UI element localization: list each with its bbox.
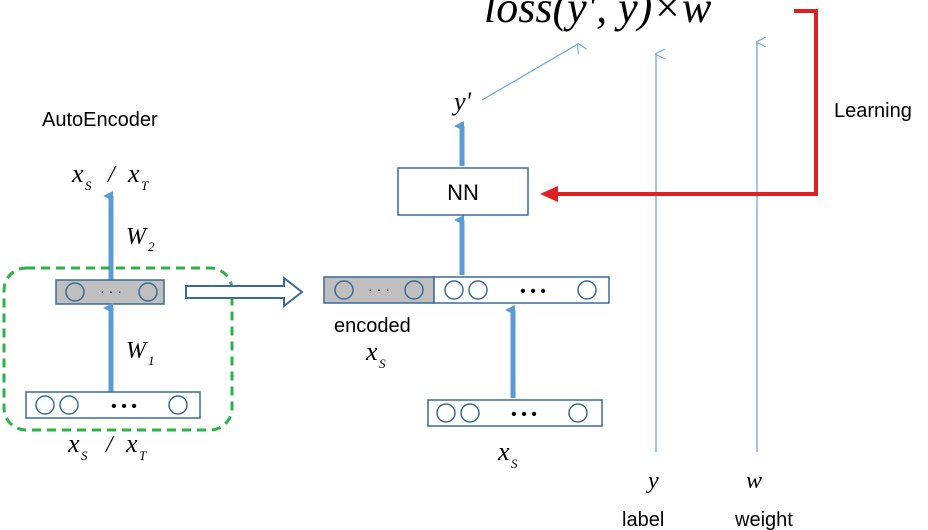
svg-text:S: S — [511, 456, 518, 471]
autoencoder-title: AutoEncoder — [42, 109, 158, 131]
transfer-arrow — [185, 275, 304, 309]
weight-w-var: w — [746, 468, 762, 494]
svg-text:1: 1 — [148, 353, 155, 368]
svg-text:• • •: • • • — [111, 398, 137, 415]
autoencoder-boundary — [2, 266, 234, 432]
svg-text:x: x — [497, 437, 510, 466]
svg-text:• • •: • • • — [520, 283, 546, 300]
svg-text:x: x — [67, 429, 80, 458]
encoded-label: encoded — [334, 315, 411, 337]
weight-caption: weight — [734, 509, 793, 530]
svg-text:S: S — [85, 178, 92, 193]
svg-text:· · ·: · · · — [368, 281, 390, 297]
svg-text:x: x — [365, 337, 378, 366]
nn-box — [397, 167, 529, 216]
loss-formula: loss(y', y)×w — [484, 0, 712, 32]
svg-text:S: S — [379, 356, 386, 371]
loss-formula-w: w — [682, 0, 712, 32]
nn-input-label: x S — [497, 437, 518, 471]
label-y-var: y — [646, 468, 659, 494]
svg-text:W: W — [126, 338, 148, 364]
loss-formula-prefix: loss( — [484, 0, 569, 32]
w2-label: W 2 — [126, 224, 155, 254]
learning-label: Learning — [834, 100, 912, 122]
ae-output-label: x S / x T — [71, 159, 149, 193]
label-caption: label — [622, 509, 664, 530]
svg-text:W: W — [126, 224, 148, 250]
svg-text:/: / — [106, 162, 117, 188]
svg-text:S: S — [81, 448, 88, 463]
concat-features-box: • • • — [433, 276, 610, 304]
loss-formula-sep: , — [596, 0, 618, 32]
encoded-x-label: x S — [365, 337, 386, 371]
svg-text:T: T — [141, 178, 149, 193]
ae-input-label: x S / x T — [67, 429, 147, 463]
nn-label: NN — [447, 180, 479, 205]
svg-text:x: x — [127, 159, 140, 188]
loss-formula-yprime: y' — [563, 0, 598, 32]
encoded-features-box: · · · — [323, 276, 435, 304]
learning-feedback-arrow — [540, 9, 818, 202]
svg-text:x: x — [71, 159, 84, 188]
loss-formula-y: y — [614, 0, 638, 32]
output-y-prime: y' — [451, 87, 472, 116]
ae-input-layer: • • • — [25, 391, 201, 419]
ae-hidden-layer: · · · — [55, 279, 165, 305]
svg-text:· · ·: · · · — [100, 283, 122, 299]
output-to-loss-line — [481, 44, 578, 101]
svg-text:x: x — [125, 429, 138, 458]
svg-text:2: 2 — [148, 239, 155, 254]
w1-label: W 1 — [126, 338, 155, 368]
svg-text:• • •: • • • — [511, 406, 537, 423]
loss-formula-suffix: )× — [635, 0, 682, 32]
nn-input-layer: • • • — [427, 399, 603, 427]
svg-text:T: T — [139, 448, 147, 463]
svg-text:/: / — [104, 432, 115, 458]
